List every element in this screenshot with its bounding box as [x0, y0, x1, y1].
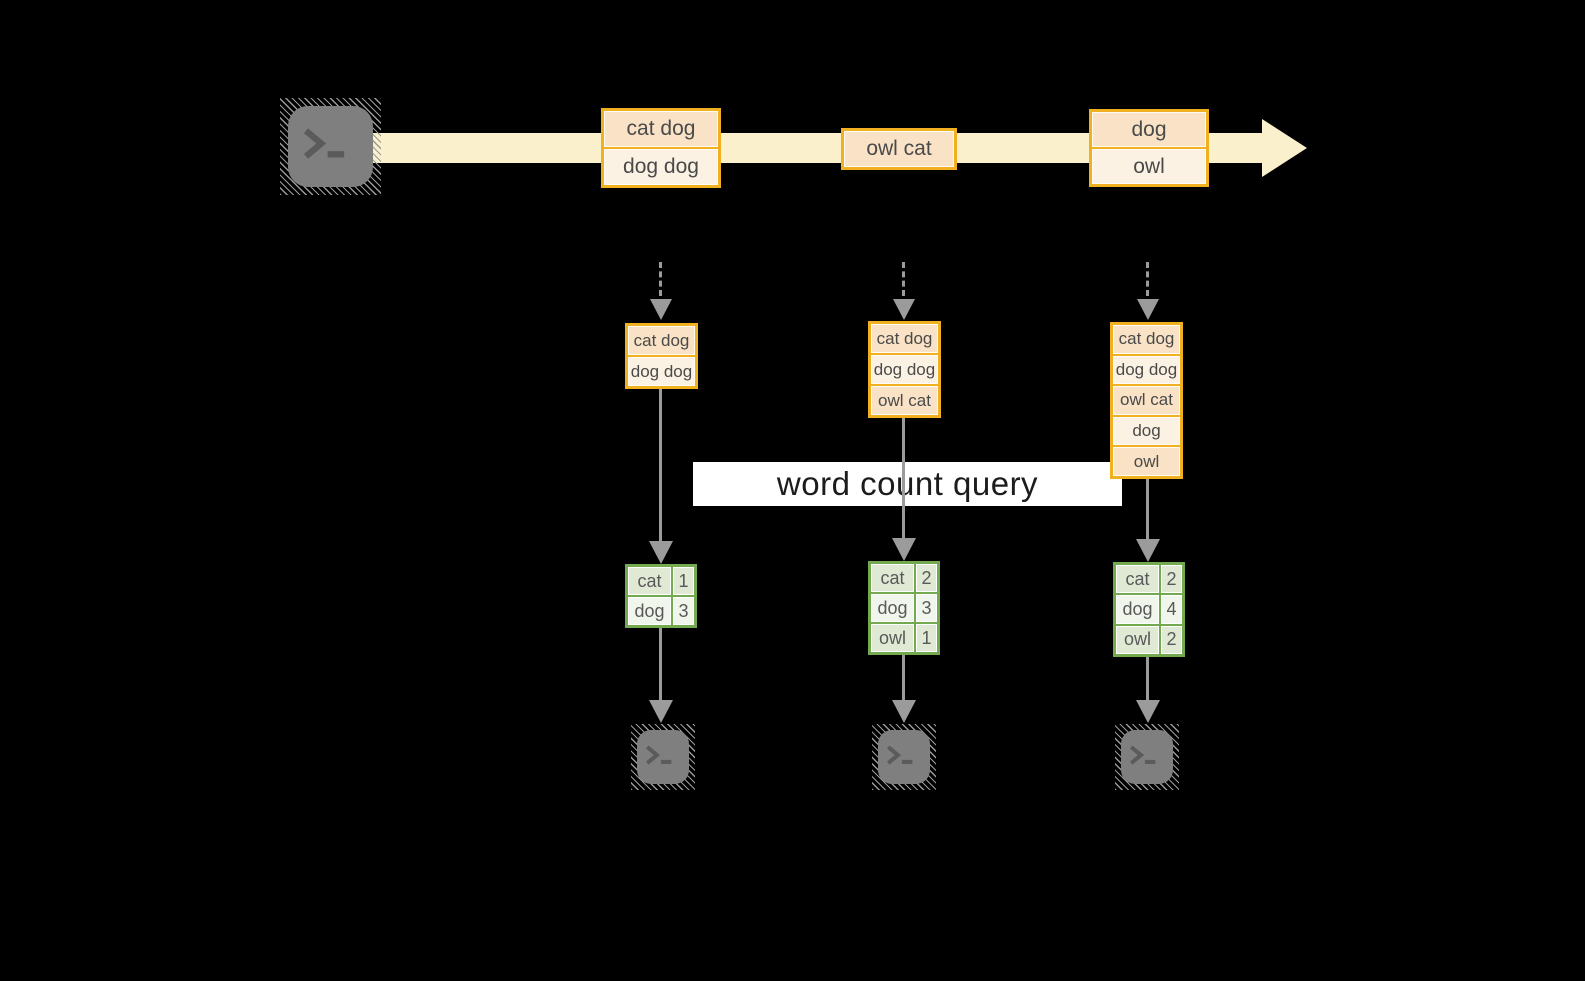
count-cell: 2 [1161, 625, 1182, 654]
terminal-screen [878, 730, 930, 784]
terminal-prompt-icon [1130, 745, 1156, 765]
terminal-prompt-icon [303, 128, 345, 159]
event-record: owl cat [844, 131, 954, 167]
source-terminal-icon [280, 98, 381, 195]
word-cell: cat [1116, 565, 1159, 594]
count-cell: 4 [1161, 595, 1182, 624]
ingest-arrow-line-1 [659, 262, 662, 296]
count-row: dog 3 [628, 597, 694, 625]
count-cell: 1 [916, 624, 937, 652]
count-table-3: cat 2 dog 4 owl 2 [1113, 562, 1185, 657]
count-cell: 3 [916, 594, 937, 622]
state-record: cat dog [871, 324, 938, 353]
count-table-2: cat 2 dog 3 owl 1 [868, 561, 940, 655]
output-terminal-icon-3 [1115, 724, 1179, 790]
word-cell: dog [628, 597, 671, 625]
output-arrowhead-icon-3 [1136, 700, 1160, 723]
output-arrow-line-3 [1146, 657, 1149, 701]
event-record: dog dog [604, 149, 718, 185]
state-record: dog [1113, 416, 1180, 446]
terminal-prompt-icon [887, 745, 913, 765]
word-cell: dog [1116, 595, 1159, 624]
state-box-1: cat dog dog dog [625, 323, 698, 389]
ingest-arrow-line-2 [902, 262, 905, 296]
count-row: owl 2 [1116, 625, 1182, 654]
stream-arrowhead-icon [1262, 119, 1307, 177]
query-arrowhead-icon-3 [1136, 539, 1160, 562]
ingest-arrowhead-icon-3 [1137, 299, 1159, 320]
ingest-arrowhead-icon-1 [650, 299, 672, 320]
count-row: owl 1 [871, 624, 937, 652]
state-record: owl [1113, 447, 1180, 476]
count-cell: 2 [916, 564, 937, 592]
state-record: dog dog [871, 355, 938, 384]
query-arrowhead-icon-1 [649, 541, 673, 564]
count-cell: 1 [673, 567, 694, 595]
count-row: cat 2 [871, 564, 937, 592]
query-arrow-line-2 [902, 418, 905, 538]
count-row: cat 1 [628, 567, 694, 595]
query-band: word count query [693, 462, 1122, 506]
count-cell: 2 [1161, 565, 1182, 594]
terminal-prompt-icon [646, 745, 672, 765]
word-cell: owl [1116, 625, 1159, 654]
state-record: dog dog [628, 357, 695, 386]
state-record: cat dog [628, 326, 695, 355]
output-terminal-icon-1 [631, 724, 695, 790]
output-terminal-icon-2 [872, 724, 936, 790]
word-cell: cat [628, 567, 671, 595]
terminal-screen [637, 730, 689, 784]
event-record: dog [1092, 112, 1206, 147]
query-arrowhead-icon-2 [892, 538, 916, 561]
count-row: cat 2 [1116, 565, 1182, 594]
ingest-arrow-line-3 [1146, 262, 1149, 296]
query-arrow-line-3 [1146, 479, 1149, 539]
output-arrow-line-2 [902, 655, 905, 701]
output-arrowhead-icon-1 [649, 700, 673, 723]
word-cell: owl [871, 624, 914, 652]
output-arrowhead-icon-2 [892, 700, 916, 723]
word-cell: cat [871, 564, 914, 592]
state-box-2: cat dog dog dog owl cat [868, 321, 941, 418]
state-box-3: cat dog dog dog owl cat dog owl [1110, 322, 1183, 479]
count-row: dog 4 [1116, 595, 1182, 624]
count-cell: 3 [673, 597, 694, 625]
stream-event-3: dog owl [1089, 109, 1209, 187]
count-table-1: cat 1 dog 3 [625, 564, 697, 628]
state-record: owl cat [871, 386, 938, 415]
ingest-arrowhead-icon-2 [893, 299, 915, 320]
stream-event-1: cat dog dog dog [601, 108, 721, 188]
stream-event-2: owl cat [841, 128, 957, 170]
state-record: cat dog [1113, 325, 1180, 354]
count-row: dog 3 [871, 594, 937, 622]
query-arrow-line-1 [659, 389, 662, 541]
event-record: owl [1092, 149, 1206, 184]
event-record: cat dog [604, 111, 718, 147]
query-label: word count query [776, 465, 1039, 502]
state-record: owl cat [1113, 386, 1180, 415]
state-record: dog dog [1113, 355, 1180, 385]
word-cell: dog [871, 594, 914, 622]
terminal-screen [288, 106, 373, 187]
terminal-screen [1121, 730, 1173, 784]
output-arrow-line-1 [659, 628, 662, 701]
